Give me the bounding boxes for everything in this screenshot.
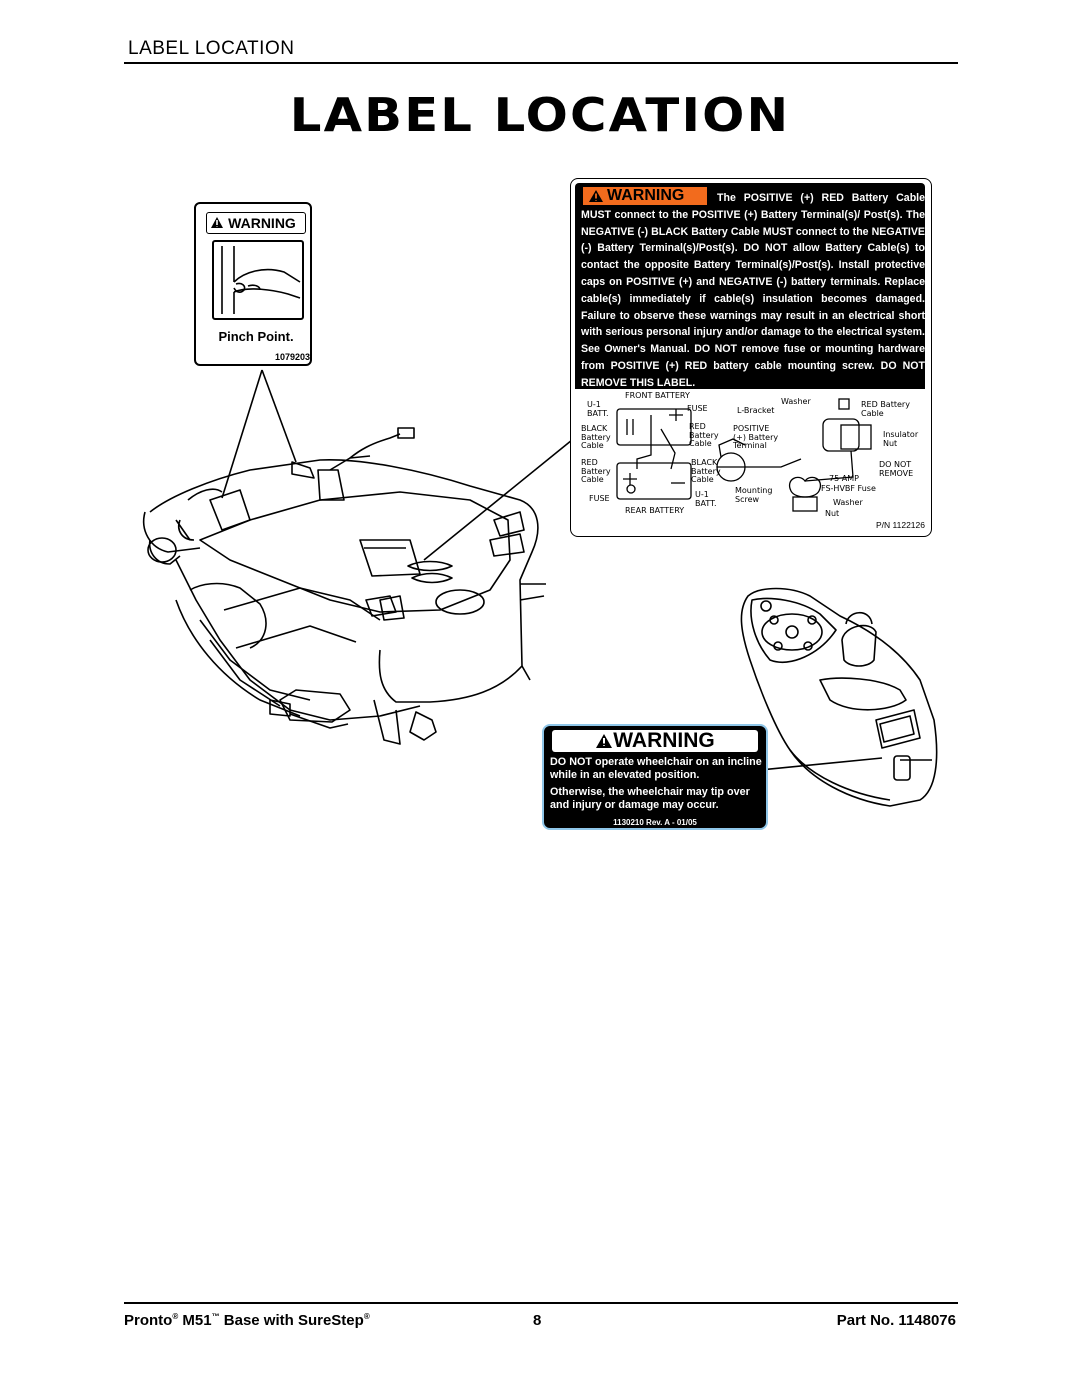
header-rule	[124, 62, 958, 64]
red-battery-cable-text-a: RED Battery Cable	[689, 422, 719, 448]
footer-product-name: Pronto	[124, 1312, 173, 1329]
footer-suffix: Base with SureStep	[223, 1312, 364, 1329]
battery-warning-label: WARNING The POSITIVE (+) RED Battery Cab…	[570, 178, 932, 537]
black-battery-cable-text-b: BLACK Battery Cable	[691, 458, 721, 484]
pinch-point-caption: Pinch Point.	[218, 329, 294, 344]
pinch-warning-header: WARNING	[206, 212, 306, 234]
battery-wiring-diagram	[616, 398, 872, 512]
page-number: 8	[533, 1312, 542, 1329]
footer-model: M51	[182, 1312, 212, 1329]
battery-warning-text: The POSITIVE (+) RED Battery Cable MUST …	[581, 192, 925, 389]
pinch-leader-left	[221, 369, 263, 499]
battery-warning-word: WARNING	[607, 187, 685, 204]
section-header-title: LABEL LOCATION	[128, 38, 295, 59]
pinch-point-label: WARNING Pinch Point. 1079203	[190, 198, 318, 370]
battery-warning-badge: WARNING	[583, 187, 707, 205]
chassis-drawing	[143, 427, 546, 745]
washer-text-b: Washer	[833, 498, 863, 507]
tilt-warning-line-2: Otherwise, the wheelchair may tip over a…	[550, 786, 750, 811]
fuse-text-a: FUSE	[687, 404, 708, 413]
warning-triangle-icon	[596, 734, 613, 748]
tilt-leader	[759, 757, 883, 771]
do-not-remove-text: DO NOT REMOVE	[879, 460, 914, 478]
tilt-part-number: 1130210 Rev. A - 01/05	[613, 818, 697, 827]
black-battery-cable-text-a: BLACK Battery Cable	[581, 424, 611, 450]
battery-part-number: P/N 1122126	[876, 520, 925, 530]
footer-product: Pronto® M51™ Base with SureStep®	[124, 1312, 370, 1329]
page-title: LABEL LOCATION	[289, 88, 791, 142]
pinch-leader-right	[261, 369, 297, 463]
tilt-warning-label: WARNING DO NOT operate wheelchair on an …	[540, 722, 768, 830]
tilt-warning-word: WARNING	[613, 729, 715, 752]
red-battery-cable-text-c: RED Battery Cable	[861, 400, 910, 418]
tilt-warning-header: WARNING	[552, 730, 758, 752]
tilt-warning-line-1: DO NOT operate wheelchair on an incline …	[550, 756, 762, 781]
red-battery-cable-text-b: RED Battery Cable	[581, 458, 611, 484]
footer-part-number: Part No. 1148076	[836, 1312, 956, 1329]
joystick-drawing	[740, 587, 938, 807]
front-battery-text: FRONT BATTERY	[625, 391, 690, 400]
battery-warning-text-panel: WARNING The POSITIVE (+) RED Battery Cab…	[575, 183, 925, 389]
hand-icon	[221, 246, 301, 314]
amp-75-text: 75 AMP	[829, 474, 859, 483]
pinch-warning-word: WARNING	[228, 215, 296, 231]
battery-leader	[423, 439, 573, 561]
footer-rule	[124, 1302, 958, 1304]
fuse-text-b: FUSE	[589, 494, 610, 503]
fs-hvbf-fuse-text: FS-HVBF Fuse	[821, 484, 876, 493]
warning-triangle-icon	[589, 190, 603, 202]
positive-battery-terminal-text: POSITIVE (+) Battery Terminal	[733, 424, 779, 450]
u1-batt-text-a: U-1 BATT.	[587, 400, 609, 418]
l-bracket-text: L-Bracket	[737, 406, 775, 415]
warning-triangle-icon	[211, 217, 223, 228]
pinch-hand-pictogram	[212, 240, 304, 320]
nut-text: Nut	[825, 509, 840, 518]
mounting-screw-text: Mounting Screw	[735, 486, 773, 504]
rear-battery-text: REAR BATTERY	[625, 506, 685, 515]
pinch-part-number: 1079203	[274, 352, 310, 362]
washer-text-a: Washer	[781, 397, 811, 406]
u1-batt-text-b: U-1 BATT.	[695, 490, 717, 508]
insulator-nut-text: Insulator Nut	[883, 430, 919, 448]
